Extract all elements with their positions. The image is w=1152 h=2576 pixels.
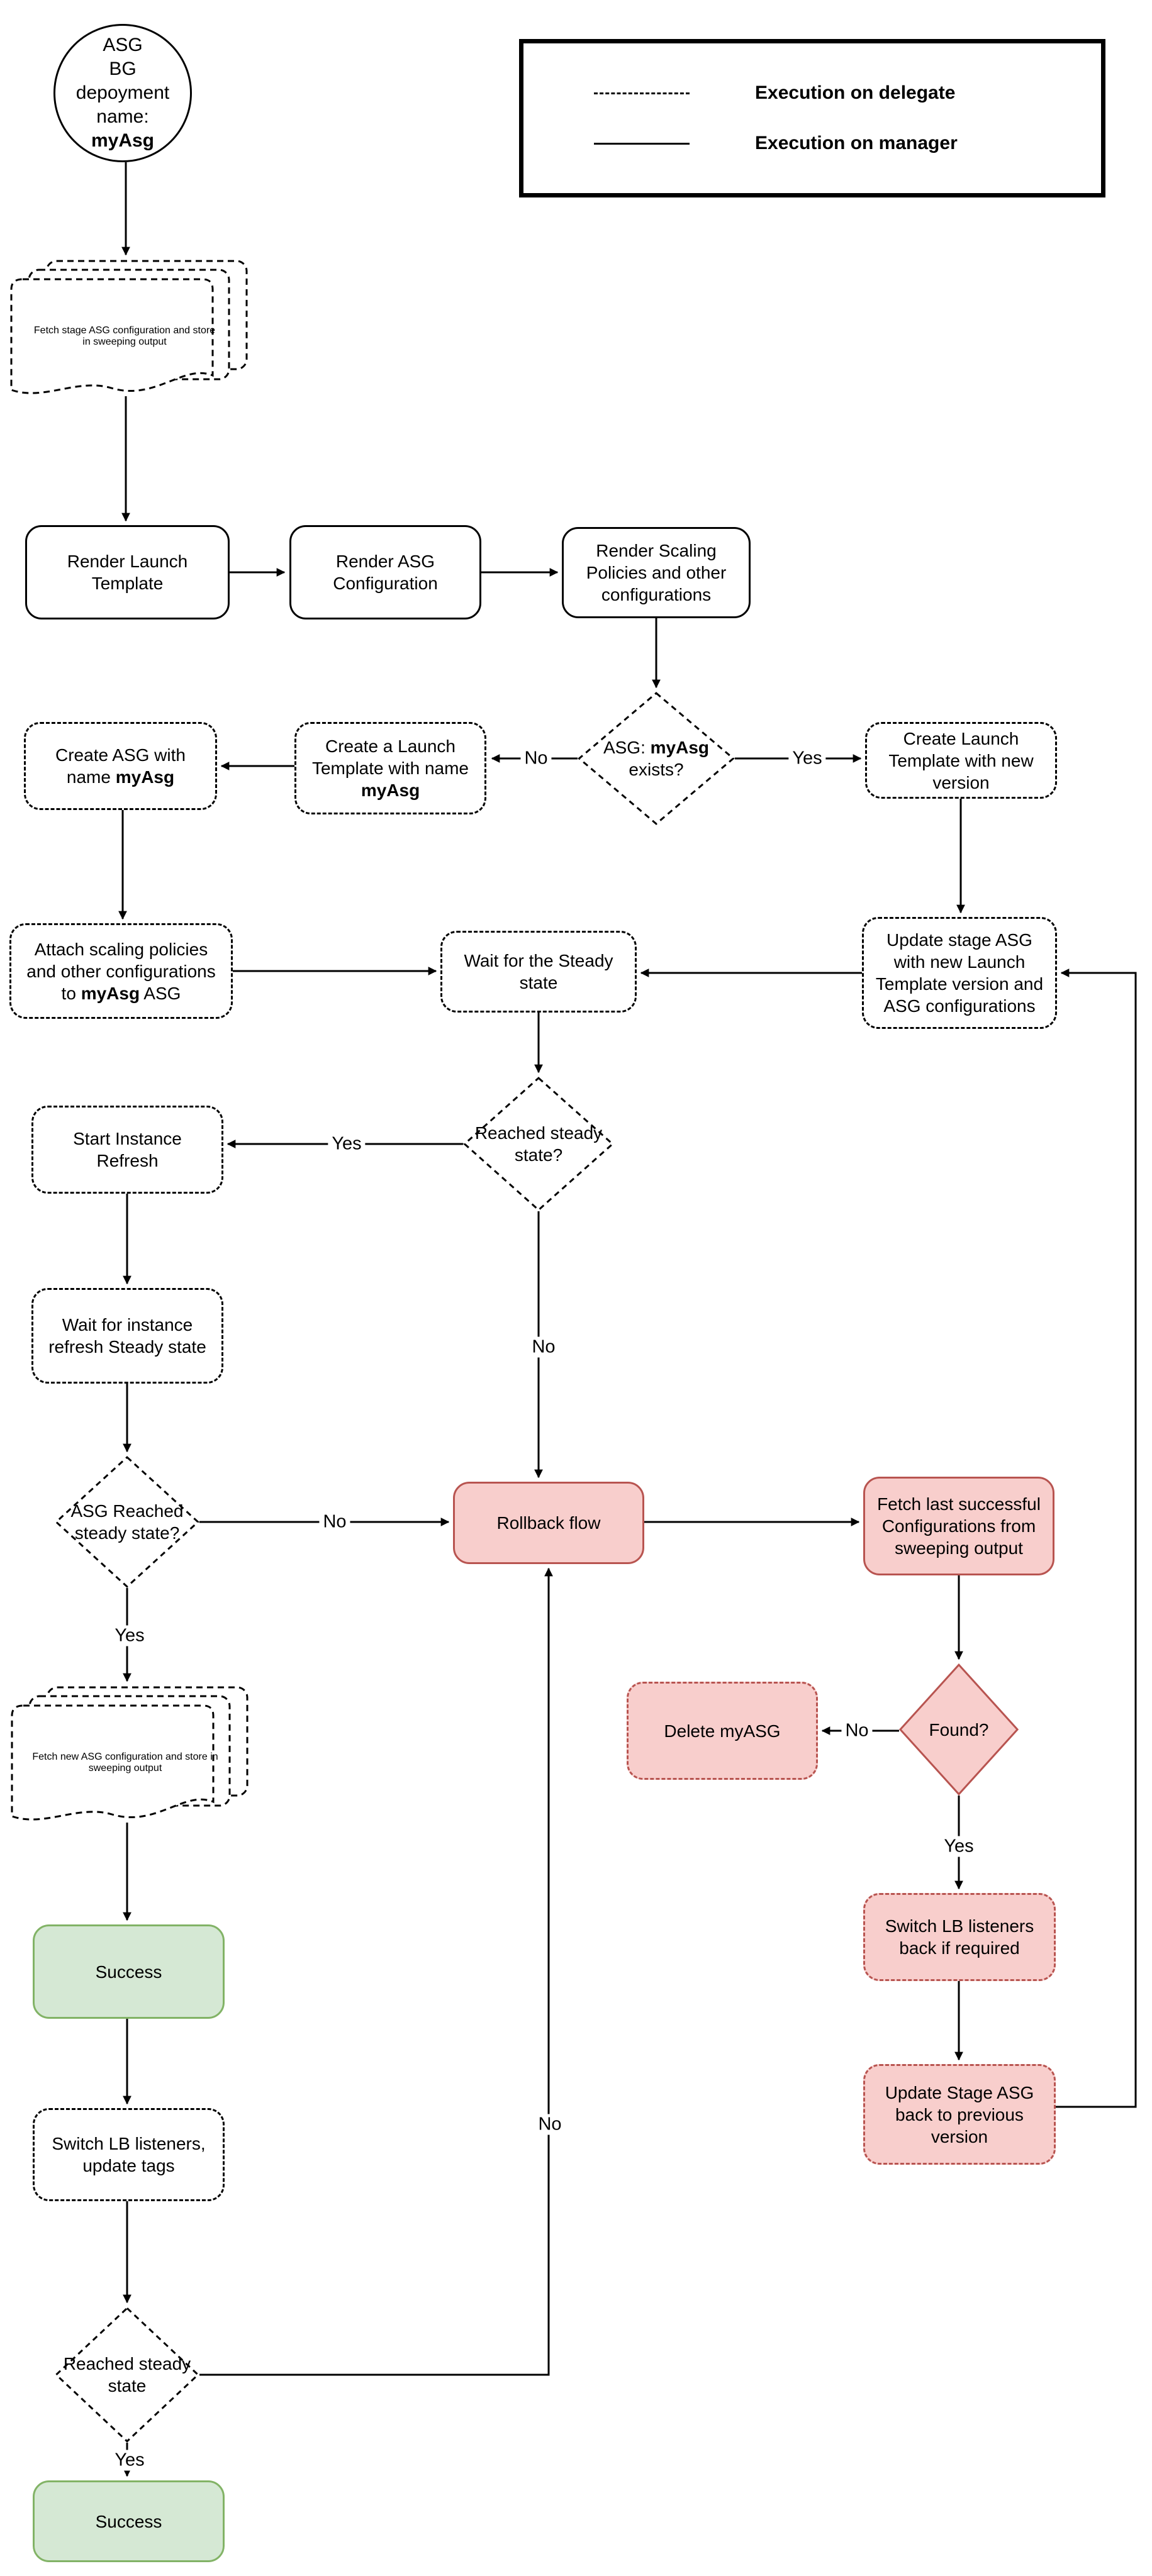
edge-reached2-no-loop-to-rollback xyxy=(199,1567,553,2376)
node-render-scaling-policies: Render Scaling Policies and other config… xyxy=(562,527,751,618)
node-label: Fetch last successful Configurations fro… xyxy=(877,1494,1041,1558)
node-label: Rollback flow xyxy=(496,1513,601,1533)
node-label: Wait for instance refresh Steady state xyxy=(48,1315,206,1357)
node-switch-lb-listeners-update-tags: Switch LB listeners, update tags xyxy=(33,2108,225,2201)
node-asg-exists-decision: ASG: myAsg exists? xyxy=(578,692,735,825)
node-found-decision: Found? xyxy=(899,1663,1019,1796)
label-post: exists? xyxy=(629,760,684,779)
node-label: Delete myASG xyxy=(664,1721,781,1741)
node-update-stage-asg: Update stage ASG with new Launch Templat… xyxy=(862,917,1057,1029)
node-fetch-new-asg-config: Fetch new ASG configuration and store in… xyxy=(8,1685,250,1833)
edge-label-asg-exists-yes: Yes xyxy=(788,748,826,769)
node-fetch-last-successful-config: Fetch last successful Configurations fro… xyxy=(863,1477,1054,1575)
node-start-circle: ASG BG depoyment name: myAsg xyxy=(53,24,192,162)
node-asg-reached-steady-decision: ASG Reached steady state? xyxy=(55,1456,199,1588)
node-reached-steady-decision: Reached steady state? xyxy=(463,1077,614,1211)
node-label: Update Stage ASG back to previous versio… xyxy=(885,2082,1034,2146)
label-bold: myAsg xyxy=(361,780,420,800)
label-pre: Create ASG with name xyxy=(55,745,186,787)
edge-label-reached1-no: No xyxy=(528,1336,559,1358)
document-stack-icon xyxy=(11,1686,249,1821)
node-create-launch-template-new-version: Create Launch Template with new version xyxy=(865,722,1057,799)
edge-label-asg-reached-yes: Yes xyxy=(111,1625,148,1646)
node-fetch-stage-config: Fetch stage ASG configuration and store … xyxy=(8,259,250,407)
node-create-asg: Create ASG with name myAsg xyxy=(24,722,217,810)
node-create-a-launch-template: Create a Launch Template with name myAsg xyxy=(294,722,486,814)
node-label: Found? xyxy=(929,1719,989,1740)
node-label: Success xyxy=(95,2511,162,2531)
node-label: ASG: myAsg exists? xyxy=(578,736,735,780)
node-label: Fetch stage ASG configuration and store … xyxy=(33,325,216,347)
document-stack-icon xyxy=(10,260,248,394)
label-bold: myAsg xyxy=(115,767,175,787)
node-label: Reached steady state xyxy=(63,2354,191,2396)
edge-label-reached2-no: No xyxy=(534,2114,566,2135)
node-label: ASG Reached steady state? xyxy=(70,1501,184,1543)
label-post: ASG xyxy=(140,983,181,1003)
legend-label: Execution on delegate xyxy=(755,82,956,103)
node-rollback-flow: Rollback flow xyxy=(453,1482,644,1564)
node-switch-lb-listeners-back: Switch LB listeners back if required xyxy=(863,1893,1056,1981)
start-line2: BG depoyment xyxy=(75,58,170,103)
node-label: Success xyxy=(95,1962,162,1982)
node-label: Create ASG with name myAsg xyxy=(26,744,215,788)
legend-box: Execution on delegate Execution on manag… xyxy=(519,39,1105,197)
node-success-first: Success xyxy=(33,1924,225,2019)
edge-update-back-loop-to-update-stage xyxy=(1056,969,1137,2108)
edge-label-found-no: No xyxy=(841,1720,873,1741)
node-label: Switch LB listeners, update tags xyxy=(52,2134,206,2175)
node-label: Render Launch Template xyxy=(67,552,188,593)
node-label: Create a Launch Template with name myAsg xyxy=(296,735,484,801)
node-label: Attach scaling policies and other config… xyxy=(11,938,231,1004)
node-label: Wait for the Steady state xyxy=(464,951,613,992)
start-line1: ASG xyxy=(103,35,143,55)
label-pre: Create a Launch Template with name xyxy=(311,736,469,778)
start-line3-pre: name: xyxy=(96,106,149,127)
legend-row-delegate: Execution on delegate xyxy=(594,82,1101,104)
start-line3-bold: myAsg xyxy=(91,130,155,151)
edge-label-reached2-yes: Yes xyxy=(111,2450,148,2471)
node-render-launch-template: Render Launch Template xyxy=(25,525,230,619)
start-line3: name: myAsg xyxy=(63,105,182,153)
node-label: Switch LB listeners back if required xyxy=(885,1916,1034,1958)
node-render-asg-configuration: Render ASG Configuration xyxy=(289,525,481,619)
node-delete-myasg: Delete myASG xyxy=(627,1682,818,1780)
legend-row-manager: Execution on manager xyxy=(594,133,1101,154)
node-start-instance-refresh: Start Instance Refresh xyxy=(31,1106,223,1194)
solid-line-icon xyxy=(594,142,690,145)
node-success-final: Success xyxy=(33,2480,225,2562)
legend-label: Execution on manager xyxy=(755,133,958,153)
node-label: Fetch new ASG configuration and store in… xyxy=(32,1751,218,1774)
label-bold: myAsg xyxy=(81,983,140,1003)
label-pre: ASG: xyxy=(603,738,651,757)
node-reached-steady-final-decision: Reached steady state xyxy=(55,2307,199,2443)
node-label: Update stage ASG with new Launch Templat… xyxy=(875,930,1044,1016)
node-label: Render ASG Configuration xyxy=(333,552,438,593)
node-label: Reached steady state? xyxy=(474,1123,603,1165)
dashed-line-icon xyxy=(594,92,690,94)
edge-label-reached1-yes: Yes xyxy=(328,1133,366,1155)
node-label: Start Instance Refresh xyxy=(73,1129,182,1170)
label-pre: Attach scaling policies and other config… xyxy=(26,939,216,1003)
edge-label-found-yes: Yes xyxy=(940,1836,978,1857)
node-attach-scaling-policies: Attach scaling policies and other config… xyxy=(9,923,233,1019)
node-label: Create Launch Template with new version xyxy=(888,728,1034,792)
node-label: Render Scaling Policies and other config… xyxy=(586,541,727,604)
node-wait-for-steady-state: Wait for the Steady state xyxy=(440,931,637,1013)
edge-label-asg-exists-no: No xyxy=(520,748,552,769)
label-bold: myAsg xyxy=(650,738,710,757)
node-update-stage-asg-back: Update Stage ASG back to previous versio… xyxy=(863,2064,1056,2165)
edge-label-asg-reached-no: No xyxy=(319,1511,350,1533)
node-wait-instance-refresh: Wait for instance refresh Steady state xyxy=(31,1288,223,1384)
